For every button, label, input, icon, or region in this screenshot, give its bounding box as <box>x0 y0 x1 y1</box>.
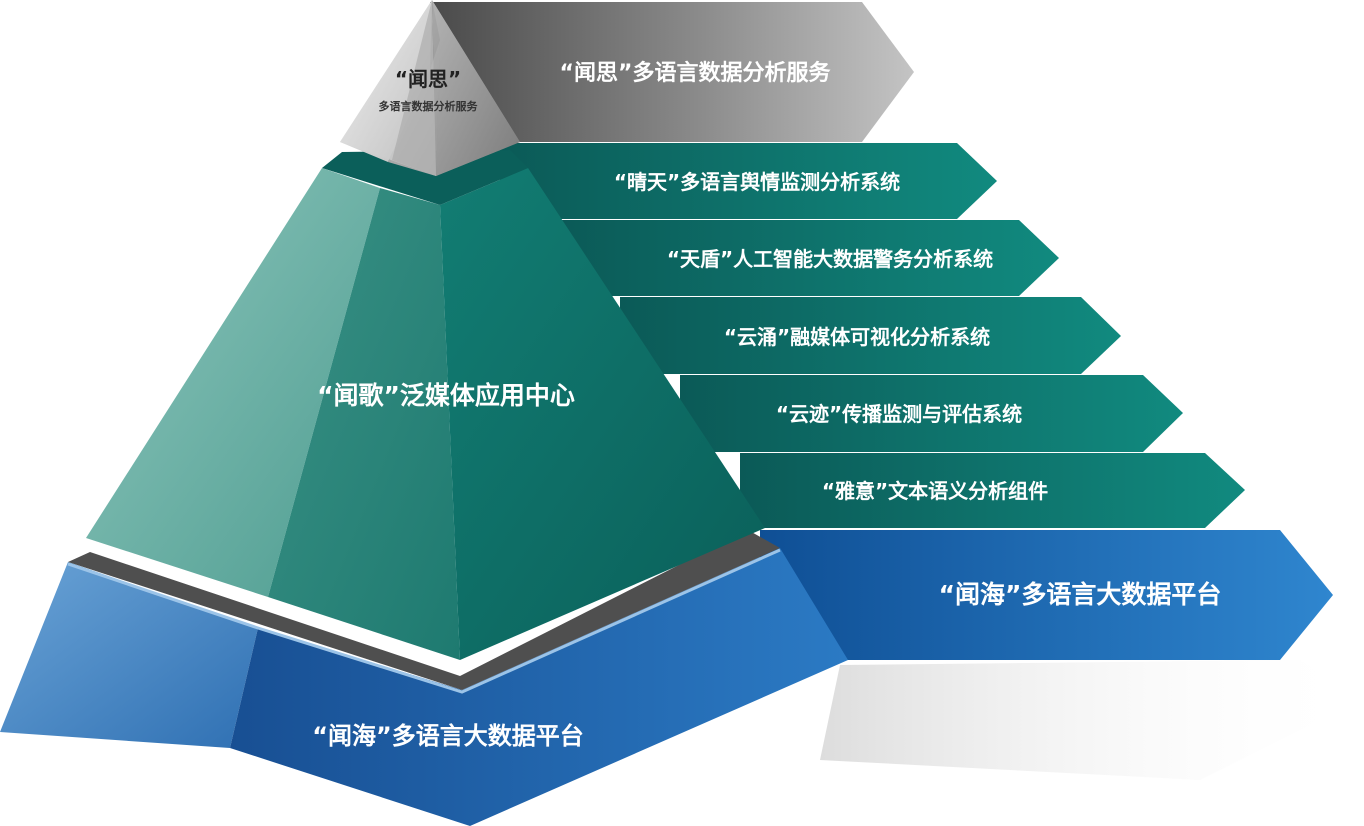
pyramid-base-title: “闻海”多语言大数据平台 <box>312 722 584 750</box>
base-edge-highlight <box>67 548 781 694</box>
arrow-item-1-label: “晴天”多语言舆情监测分析系统 <box>614 170 900 194</box>
arrow-wensi-label: “闻思”多语言数据分析服务 <box>560 60 832 86</box>
base-left-face <box>0 562 258 748</box>
pyramid-top-title: “闻思” <box>395 67 461 91</box>
arrow-item-4 <box>680 375 1183 452</box>
base-top-rim <box>68 530 780 690</box>
pyramid-top-subtitle: 多语言数据分析服务 <box>379 99 479 113</box>
arrow-item-2-label: “天盾”人工智能大数据警务分析系统 <box>667 247 993 271</box>
arrow-item-5-label: “雅意”文本语义分析组件 <box>822 479 1048 503</box>
arrow-wenhai <box>760 530 1333 660</box>
arrow-item-3-label: “云涌”融媒体可视化分析系统 <box>724 325 990 349</box>
arrow-wenhai-label: “闻海”多语言大数据平台 <box>939 580 1222 609</box>
floor-shadow <box>820 660 1364 780</box>
middle-mid-face <box>268 188 460 660</box>
arrow-item-4-label: “云迹”传播监测与评估系统 <box>776 402 1022 426</box>
cap-right-full <box>432 0 520 176</box>
middle-left-face <box>86 168 380 597</box>
arrow-item-2 <box>560 220 1059 296</box>
arrow-wensi <box>430 2 914 142</box>
base-front-face <box>230 548 848 826</box>
pyramid-middle-title: “闻歌”泛媒体应用中心 <box>317 381 575 410</box>
middle-top-rim <box>322 150 528 205</box>
middle-right-face <box>440 168 765 660</box>
arrow-item-1 <box>500 143 997 219</box>
arrow-item-3 <box>620 297 1121 374</box>
cap-inner-shade <box>392 0 436 176</box>
arrow-item-5 <box>740 453 1245 528</box>
